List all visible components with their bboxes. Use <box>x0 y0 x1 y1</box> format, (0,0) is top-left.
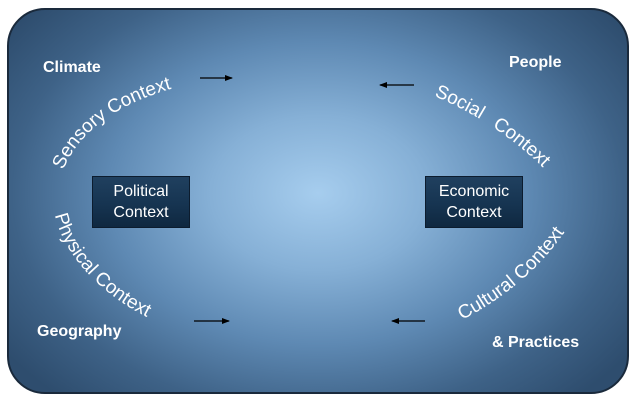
economic-context-line2: Context <box>446 204 502 221</box>
economic-context-line1: Economic <box>438 183 510 200</box>
political-context-box: Political Context <box>92 176 190 228</box>
social-word: Social <box>432 81 488 123</box>
sensory-context-label: Sensory Context <box>48 73 173 172</box>
label-climate: Climate <box>43 59 101 76</box>
economic-context-box: Economic Context <box>425 176 523 228</box>
political-context-line1: Political <box>113 183 169 200</box>
label-geography: Geography <box>37 323 122 340</box>
political-context-line2: Context <box>113 204 169 221</box>
context-word: Context <box>489 113 554 171</box>
label-practices: & Practices <box>492 334 580 351</box>
social-context-label: SocialContext <box>432 81 555 172</box>
label-people: People <box>509 54 562 71</box>
cultural-context-label: Cultural Context <box>454 222 569 324</box>
physical-context-label: Physical Context <box>50 211 155 322</box>
